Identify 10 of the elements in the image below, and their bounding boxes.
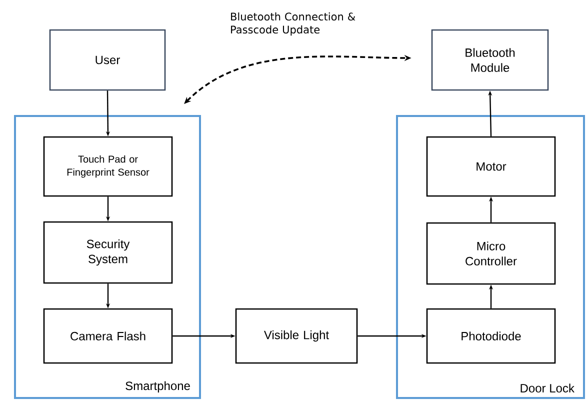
process-box: Visible Light — [235, 308, 358, 364]
edge-label: Bluetooth Connection & Passcode Update — [231, 12, 356, 36]
process-box: Touch Pad or Fingerprint Sensor — [43, 136, 173, 197]
process-box: Photodiode — [426, 308, 556, 364]
process-box: Micro Controller — [426, 222, 556, 285]
process-box: Motor — [426, 136, 556, 197]
process-box: Camera Flash — [43, 308, 173, 364]
process-box: Bluetooth Module — [431, 29, 549, 91]
process-box: User — [49, 29, 166, 91]
process-box: Security System — [43, 221, 173, 284]
